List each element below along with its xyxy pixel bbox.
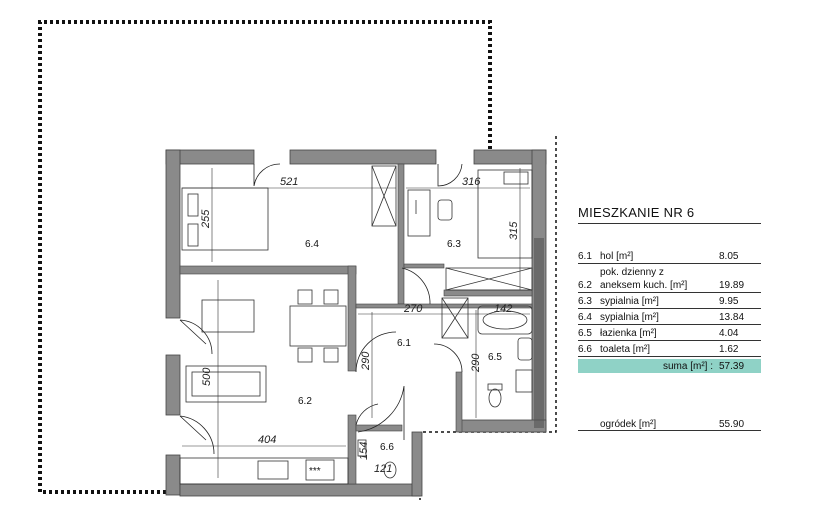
facade-hatch <box>534 238 544 428</box>
dining-table <box>289 305 347 347</box>
hob-marks: *** <box>309 466 321 477</box>
dim-label: 316 <box>462 176 481 188</box>
washbasin <box>517 337 533 361</box>
toilet <box>488 388 502 408</box>
dim-label: 521 <box>280 176 298 188</box>
room-row: 6.5 łazienka [m²] 4.04 <box>578 325 761 341</box>
dimension-labels: 521 316 255 315 270 142 290 290 500 404 … <box>200 176 520 475</box>
room-label: 6.2 <box>298 396 312 407</box>
wc-small <box>383 461 397 479</box>
dim-label: 154 <box>358 442 370 460</box>
room-row: 6.6 toaleta [m²] 1.62 <box>578 341 761 357</box>
dim-label: 290 <box>470 353 482 373</box>
dim-label: 315 <box>508 221 520 240</box>
room-labels: 6.4 6.3 6.1 6.5 6.2 6.6 <box>298 239 502 453</box>
area-legend: MIESZKANIE NR 6 6.1 hol [m²] 8.05 6.2 po… <box>578 205 761 431</box>
interior-walls <box>179 163 533 485</box>
bed-6-3 <box>477 169 533 259</box>
room-row: 6.4 sypialnia [m²] 13.84 <box>578 309 761 325</box>
desk <box>407 189 431 237</box>
dim-label: 500 <box>201 367 213 386</box>
garden-area-row: ogródek [m²] 55.90 <box>578 415 761 431</box>
doors <box>179 163 463 455</box>
washer <box>515 369 533 393</box>
kitchen-counter <box>179 457 349 485</box>
dim-label: 142 <box>494 303 512 315</box>
dim-label: 270 <box>403 303 423 315</box>
hob <box>305 459 335 481</box>
wardrobe-6-3 <box>445 267 533 291</box>
room-label: 6.5 <box>488 352 502 363</box>
total-area-row: suma [m²] : 57.39 <box>578 359 761 373</box>
sideboard <box>201 299 255 333</box>
room-row: 6.3 sypialnia [m²] 9.95 <box>578 293 761 309</box>
shelf <box>441 297 469 339</box>
garden-boundary <box>38 20 492 494</box>
room-label: 6.1 <box>397 338 411 349</box>
bed-6-4 <box>181 187 269 251</box>
apartment-title: MIESZKANIE NR 6 <box>578 205 761 224</box>
dim-label: 404 <box>258 434 276 446</box>
room-row: 6.2 pok. dzienny z aneksem kuch. [m²] 19… <box>578 264 761 293</box>
dim-label: 121 <box>374 463 392 475</box>
room-label: 6.3 <box>447 239 461 250</box>
sofa <box>185 365 267 403</box>
wardrobe <box>371 165 397 227</box>
dim-label: 290 <box>360 351 372 371</box>
room-label: 6.4 <box>305 239 319 250</box>
dim-label: 255 <box>200 209 212 229</box>
room-row: 6.1 hol [m²] 8.05 <box>578 248 761 264</box>
furniture <box>179 165 533 485</box>
bathtub <box>477 305 533 335</box>
room-label: 6.6 <box>380 442 394 453</box>
